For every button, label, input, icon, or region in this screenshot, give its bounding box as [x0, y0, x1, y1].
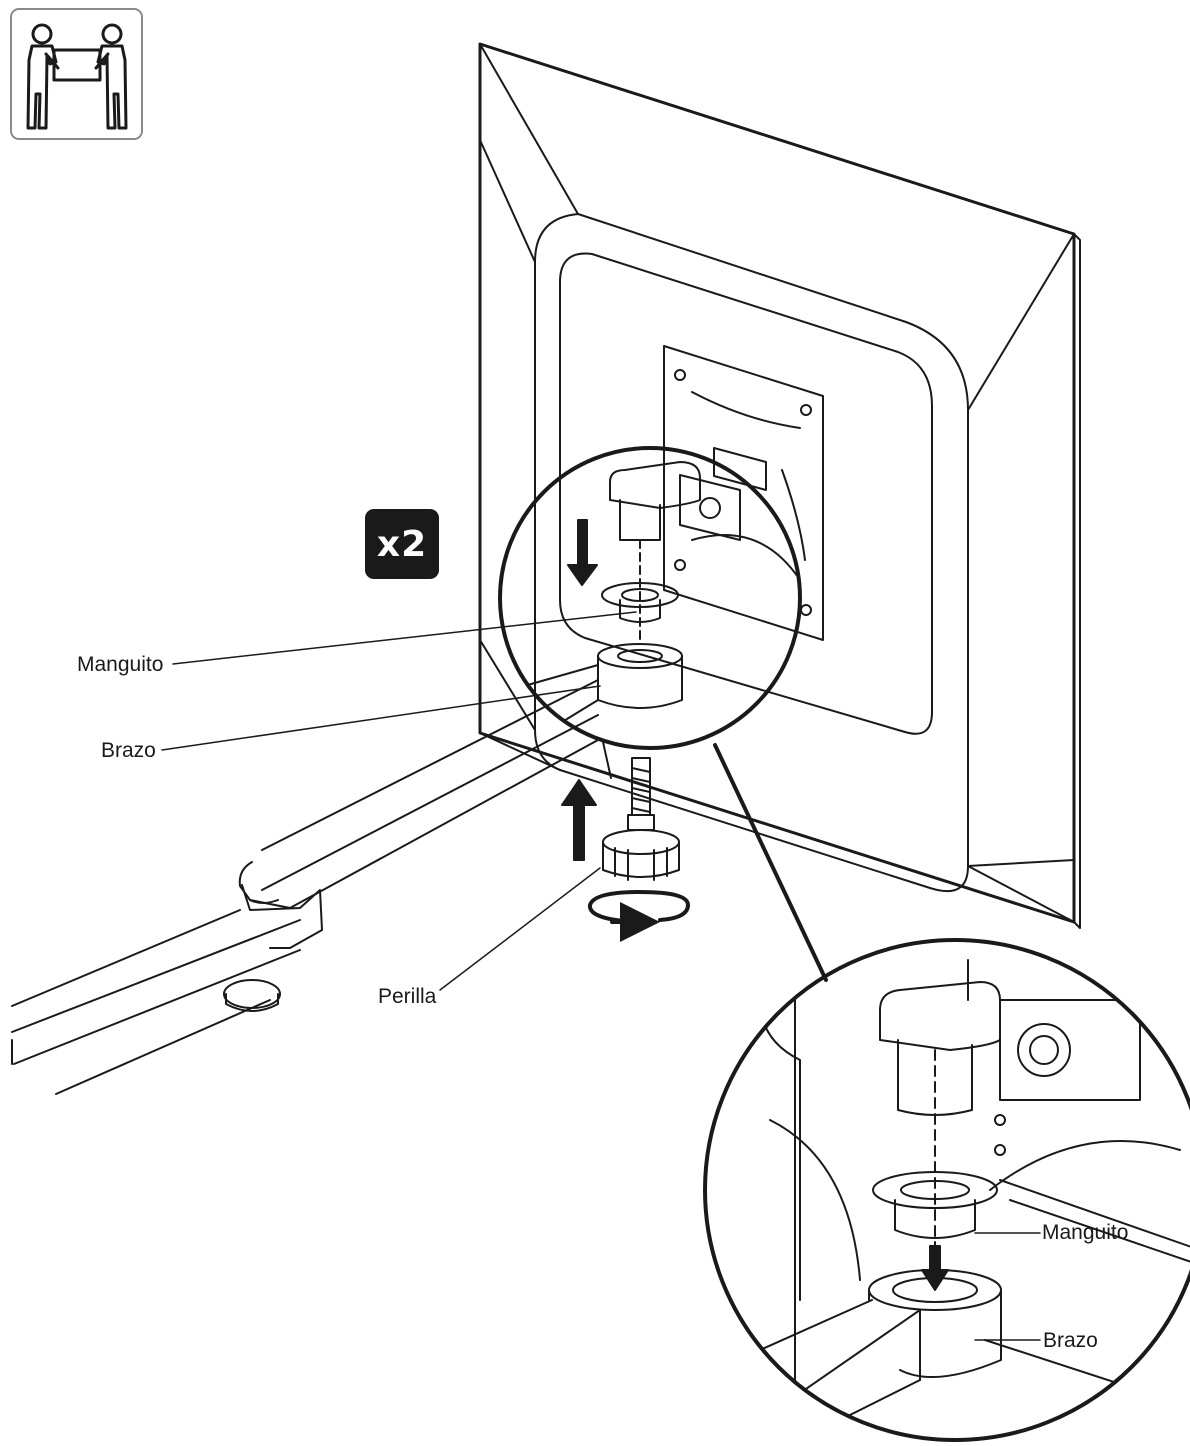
rotate-clockwise-icon	[588, 890, 690, 942]
monitor-back	[478, 42, 1081, 929]
zoom-connector-line	[713, 743, 828, 982]
detail-circle-content	[759, 959, 1190, 1440]
leader-lines	[161, 611, 1041, 1341]
two-person-lift-icon	[10, 8, 143, 140]
callout-sleeve-detail: Manguito	[1042, 1221, 1129, 1244]
main-zoom-circle	[498, 446, 802, 750]
vesa-plate	[663, 345, 824, 641]
quantity-badge: x2	[365, 509, 439, 579]
callout-knob: Perilla	[378, 985, 437, 1008]
two-person-lift-figure	[26, 23, 128, 130]
bolt-and-knob	[602, 741, 680, 881]
arrow-down-icon	[567, 519, 598, 586]
quantity-badge-label: x2	[376, 523, 428, 565]
detail-arrow-down-icon	[921, 1245, 949, 1291]
callout-sleeve: Manguito	[77, 653, 164, 676]
callout-arm: Brazo	[101, 739, 156, 762]
monitor-arm	[11, 679, 599, 1095]
arrow-up-icon	[561, 779, 597, 861]
callout-arm-detail: Brazo	[1043, 1329, 1098, 1352]
detail-zoom-circle	[703, 938, 1190, 1442]
